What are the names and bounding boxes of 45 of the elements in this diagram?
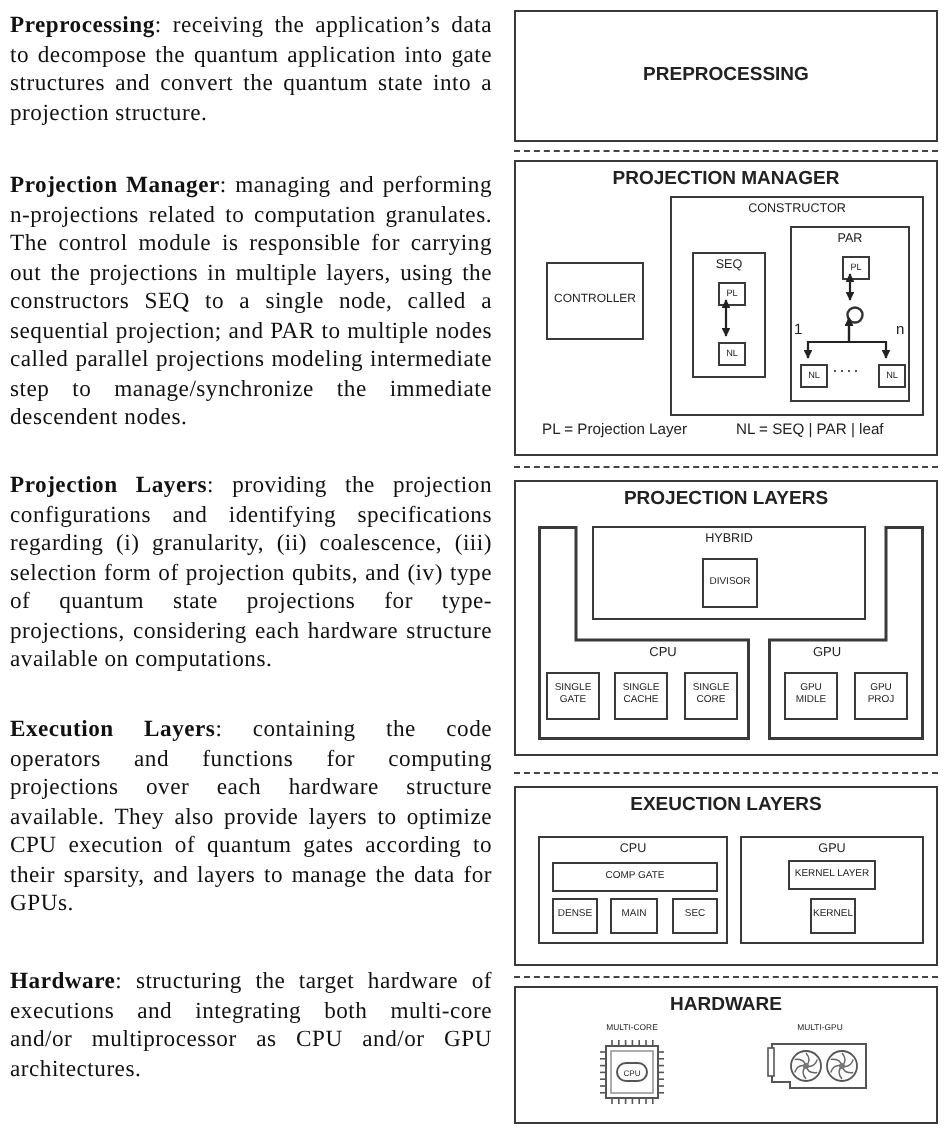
group-box [692,252,766,378]
group-box [790,226,910,402]
section-box [514,786,938,966]
l-shaped-group-box [538,526,750,740]
group-box [670,196,924,416]
process-box [610,898,658,934]
arrow [845,273,855,301]
process-box [552,898,598,934]
section-title: PROJECTION MANAGER [612,170,840,192]
process-box [718,342,746,366]
process-box [546,262,644,340]
process-box [718,282,746,306]
process-box [842,256,870,280]
process-box [546,672,600,720]
arrow [721,299,731,337]
process-box [810,898,856,934]
process-box [800,364,828,388]
process-box [878,364,906,388]
group-box [592,526,866,620]
section-title: PROJECTION LAYERS [623,490,829,512]
process-box [854,672,908,720]
section-title: HARDWARE [670,996,782,1018]
description-paragraph: Hardware: structuring the target hardware of executions and integrating both multi-core and/or multiprocessor as CPU and/or GPU architectures. [10,968,492,1084]
process-box [614,672,668,720]
section-box [514,10,938,142]
description-paragraph: Projection Manager: managing and performing n-projections related to computation granulates. The control module is responsible for carrying out the projections in multiple layers, using the constructors SEQ to a single node, called a sequential projection; and PAR to multiple nodes called parallel projections modeling intermediate step to manage/synchronize the immediate descendent nodes. [10,172,492,433]
description-paragraph: Execution Layers: containing the code operators and functions for computing projections over each hardware structure available. They also provide layers to optimize CPU execution of quantum gates according to their sparsity, and layers to manage the data for GPUs. [10,716,492,919]
process-box [684,672,738,720]
section-box [514,986,938,1124]
section-title: PREPROCESSING [643,65,809,87]
description-paragraph: Preprocessing: receiving the application’s data to decompose the quantum application into gate structures and convert the quantum state into a projection structure. [10,12,492,128]
section-box [514,160,938,456]
section-title: EXEUCTION LAYERS [630,796,822,818]
process-box [784,672,838,720]
junction-circle [846,306,864,324]
group-box [740,836,924,944]
process-box [552,862,718,892]
l-shaped-group-box [768,526,924,740]
group-box [538,836,728,944]
arrow [844,317,891,359]
process-box [672,898,718,934]
section-box [514,480,938,756]
description-paragraph: Projection Layers: providing the projection configurations and identifying specifications regarding (i) granularity, (ii) coalescence, (iii) selection form of projection qubits, and (iv) type of quantum state projections for type-projections, considering each hardware structure available on computations. [10,472,492,675]
process-box [788,860,876,890]
process-box [702,558,758,608]
